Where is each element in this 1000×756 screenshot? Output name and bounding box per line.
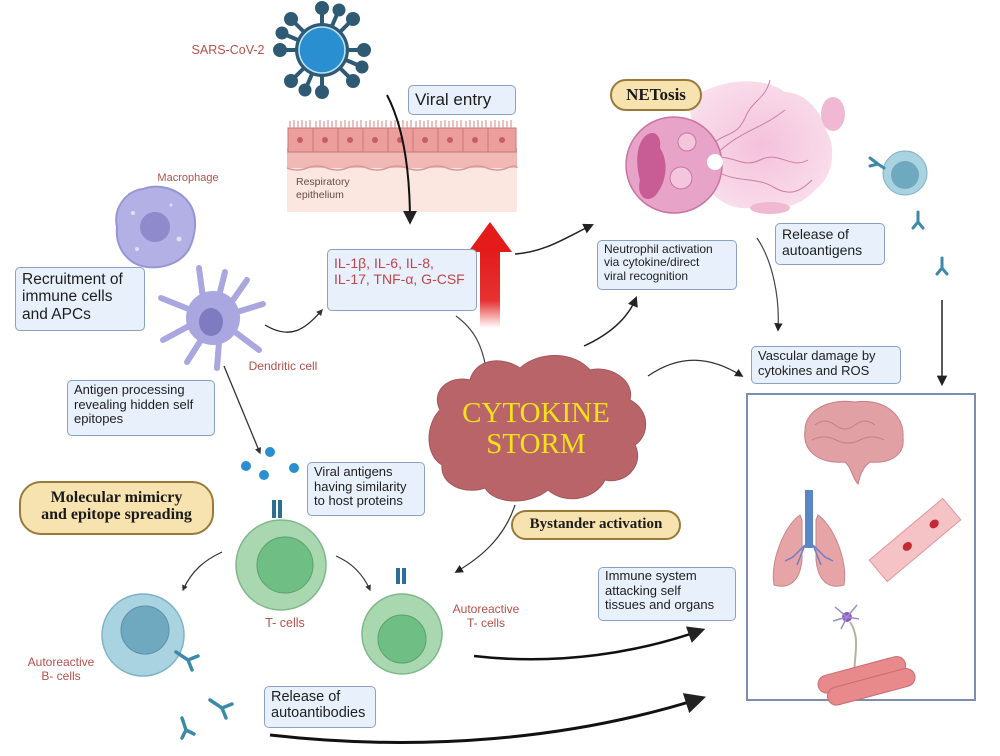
net-to-vascular-arrow xyxy=(756,237,783,332)
neutrophil-line2: via cytokine/direct xyxy=(604,255,700,270)
antibody-icon xyxy=(868,156,949,276)
virus-label: SARS-CoV-2 xyxy=(191,43,265,57)
macrophage-icon xyxy=(115,185,196,269)
tcell-to-autoreactive-t-arrow xyxy=(335,555,371,592)
cytokines-box: IL-1β, IL-6, IL-8, IL-17, TNF-α, G-CSF xyxy=(327,249,477,311)
cytokine-storm-line1: CYTOKINE xyxy=(462,397,610,429)
autoreactive-t-to-organs-arrow xyxy=(473,626,706,661)
macrophage-label: Macrophage xyxy=(157,172,219,184)
viral-antigen-dots-icon xyxy=(241,447,299,480)
cytokines-line1: IL-1β, IL-6, IL-8, xyxy=(334,255,434,271)
respiratory-epithelium-icon xyxy=(286,120,518,212)
viral-antigens-line3: to host proteins xyxy=(314,493,403,509)
red-up-arrow-icon xyxy=(468,222,512,328)
cytokine-storm-cloud xyxy=(428,355,647,502)
viral-antigens-line2: having similarity xyxy=(314,478,407,494)
autoantibodies-to-organs-arrow xyxy=(269,693,707,744)
neutrophil-line3: viral recognition xyxy=(604,268,689,283)
release-autoantigens-box: Release of autoantigens xyxy=(775,223,885,265)
antigen-line3: epitopes xyxy=(74,411,124,427)
autoreactive-t-label: Autoreactive T- cells xyxy=(444,602,528,631)
autoreactive-b-label: Autoreactive B- cells xyxy=(18,655,104,684)
epithelium-label-line1: Respiratory xyxy=(296,176,350,188)
t-cells-label: T- cells xyxy=(265,616,305,630)
immune-attack-line1: Immune system xyxy=(605,568,697,583)
autoreactive-b-label-line1: Autoreactive xyxy=(27,655,95,669)
autoreactive-b-label-line2: B- cells xyxy=(41,668,81,683)
viral-entry-arrow xyxy=(386,94,417,225)
autoantigens-line2: autoantigens xyxy=(782,241,863,258)
recruitment-line3: and APCs xyxy=(22,305,91,323)
sars-cov-2-virus-icon xyxy=(273,1,371,99)
autoantibodies-line2: autoantibodies xyxy=(271,705,366,722)
recruitment-box: Recruitment of immune cells and APCs xyxy=(15,267,145,331)
autoreactive-t-label-line1: Autoreactive xyxy=(452,602,520,616)
immune-attack-line2: attacking self xyxy=(605,582,681,598)
dendritic-to-cytokines-arrow xyxy=(264,309,323,333)
autoantibodies-line1: Release of xyxy=(271,689,341,705)
storm-to-neutrophil-arrow xyxy=(583,296,638,347)
vascular-line2: cytokines and ROS xyxy=(758,362,870,378)
immune-attack-line3: tissues and organs xyxy=(605,597,715,613)
bystander-arrow xyxy=(454,504,516,573)
to-neutrophil-arrow xyxy=(514,223,594,255)
recruitment-line1: Recruitment of xyxy=(22,271,123,288)
lungs-icon xyxy=(772,490,846,587)
epithelium-label-line2: epithelium xyxy=(296,188,344,201)
viral-antigens-box: Viral antigens having similarity to host… xyxy=(307,462,425,516)
epithelium-label: Respiratory epithelium xyxy=(296,176,350,201)
storm-to-vascular-arrow xyxy=(647,359,744,377)
viral-entry-box: Viral entry xyxy=(408,85,516,115)
tcell-to-bcell-arrow xyxy=(182,551,223,592)
recruitment-line2: immune cells xyxy=(22,288,113,306)
viral-antigens-line1: Viral antigens xyxy=(314,464,393,479)
dendritic-to-antigens-arrow xyxy=(223,365,262,455)
vascular-damage-box: Vascular damage by cytokines and ROS xyxy=(751,346,901,384)
mimicry-line2: and epitope spreading xyxy=(41,505,192,523)
autoreactive-t-cell-icon xyxy=(361,568,443,675)
mimicry-line1: Molecular mimicry xyxy=(50,489,183,506)
dendritic-cell-label: Dendritic cell xyxy=(248,359,318,373)
cytokines-line2: IL-17, TNF-α, G-CSF xyxy=(334,270,465,287)
molecular-mimicry-pill: Molecular mimicry and epitope spreading xyxy=(19,481,214,535)
autoantigens-line1: Release of xyxy=(782,226,849,242)
t-cell-icon xyxy=(235,500,327,611)
netosis-pill: NETosis xyxy=(610,79,702,111)
neutrophil-line1: Neutrophil activation xyxy=(604,242,713,256)
release-autoantibodies-box: Release of autoantibodies xyxy=(264,686,376,728)
autoantibody-icons xyxy=(174,650,234,740)
dendritic-cell-icon xyxy=(158,265,266,371)
antigen-line1: Antigen processing xyxy=(74,382,185,397)
autoreactive-b-cell-icon xyxy=(101,593,185,677)
antigen-line2: revealing hidden self xyxy=(74,396,194,412)
antigen-processing-box: Antigen processing revealing hidden self… xyxy=(67,380,215,436)
bystander-activation-pill: Bystander activation xyxy=(511,510,681,540)
cytokine-storm-line2: STORM xyxy=(486,428,586,461)
immune-attack-box: Immune system attacking self tissues and… xyxy=(598,567,736,621)
autoreactive-t-label-line2: T- cells xyxy=(466,615,505,630)
neutrophil-activation-box: Neutrophil activation via cytokine/direc… xyxy=(597,240,737,290)
blood-vessel-icon xyxy=(868,497,962,583)
neuron-muscle-icon xyxy=(817,604,916,706)
neutrophil-netosis-icon xyxy=(625,79,845,214)
brain-icon xyxy=(804,400,904,485)
cytokine-storm-title: CYTOKINE STORM xyxy=(436,397,636,461)
vascular-line1: Vascular damage by xyxy=(758,348,876,363)
b-cell-icon xyxy=(882,150,928,196)
